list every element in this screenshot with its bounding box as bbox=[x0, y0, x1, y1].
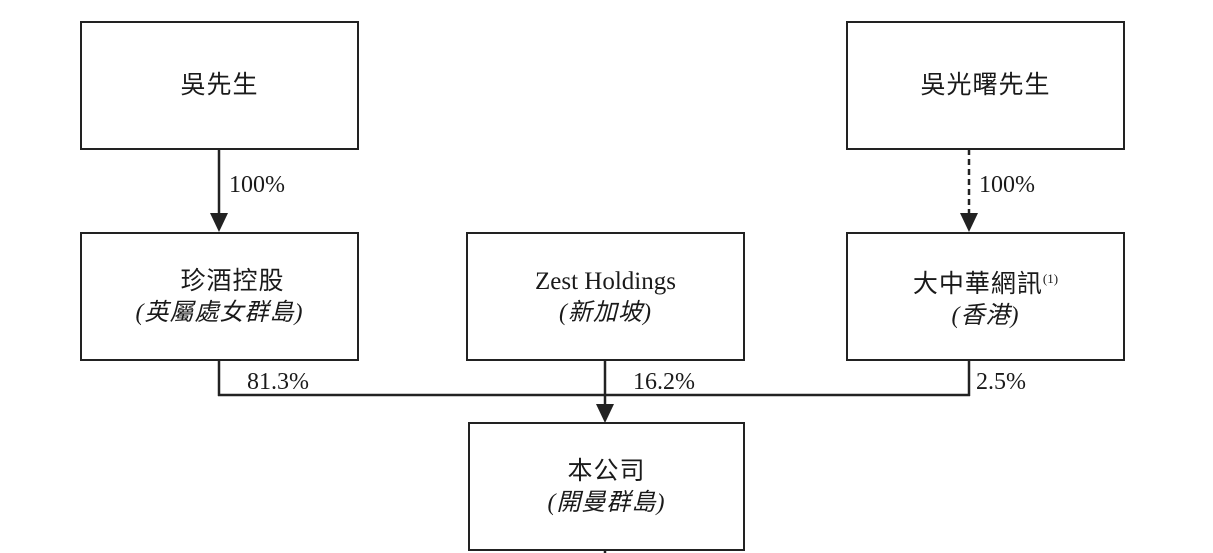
edge-label-zhenjiu-to-company: 81.3% bbox=[247, 369, 309, 395]
edge-label-zest-to-company: 16.2% bbox=[633, 369, 695, 395]
arrowhead-icon bbox=[596, 404, 614, 423]
node-jurisdiction: (開曼群島) bbox=[547, 489, 666, 516]
edge-label-mr-wu-guangshu-to-gcn: 100% bbox=[979, 172, 1035, 198]
arrowhead-icon bbox=[210, 213, 228, 232]
node-mr-wu: 吳先生 bbox=[80, 21, 359, 150]
footnote-marker: (1) bbox=[1042, 270, 1059, 286]
edge-label-gcn-to-company: 2.5% bbox=[976, 369, 1026, 395]
node-name: 珍酒控股 bbox=[180, 267, 285, 295]
arrowhead-icon bbox=[960, 213, 978, 232]
node-company: 本公司 (開曼群島) bbox=[468, 422, 745, 551]
edge-label-mr-wu-to-zhenjiu: 100% bbox=[229, 172, 285, 198]
edge-mr-wu-to-zhenjiu bbox=[210, 149, 228, 232]
node-jurisdiction: (新加坡) bbox=[559, 299, 652, 326]
edge-mr-wu-guangshu-to-gcn bbox=[960, 149, 978, 232]
node-jurisdiction: (英屬處女群島) bbox=[135, 299, 304, 326]
node-name: 本公司 bbox=[567, 457, 646, 485]
node-name-text: 大中華網訊 bbox=[912, 270, 1043, 298]
node-jurisdiction: (香港) bbox=[951, 302, 1020, 329]
node-name: Zest Holdings bbox=[535, 267, 676, 295]
node-name: 吳先生 bbox=[180, 71, 259, 99]
node-zest-holdings: Zest Holdings (新加坡) bbox=[466, 232, 745, 361]
node-zhenjiu-holdings: 珍酒控股 (英屬處女群島) bbox=[80, 232, 359, 361]
node-mr-wu-guangshu: 吳光曙先生 bbox=[846, 21, 1125, 150]
node-name: 吳光曙先生 bbox=[920, 71, 1051, 99]
node-name: 大中華網訊(1) bbox=[913, 263, 1058, 301]
node-greater-china-net: 大中華網訊(1) (香港) bbox=[846, 232, 1125, 361]
edge-zest-to-company bbox=[596, 360, 614, 423]
